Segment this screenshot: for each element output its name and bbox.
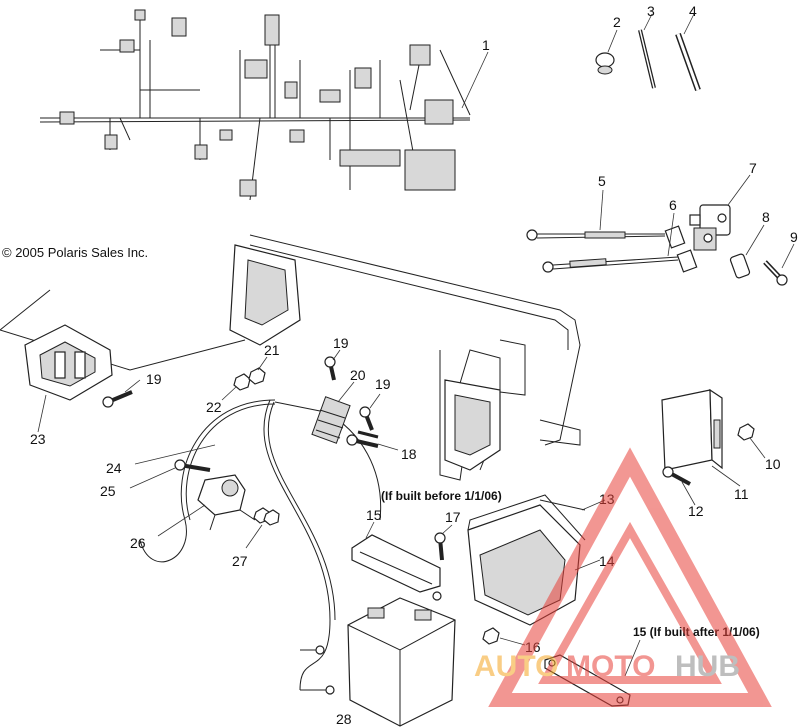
frame — [0, 234, 581, 481]
callout-20: 20 — [350, 367, 366, 383]
note-after: 15 (If built after 1/1/06) — [633, 625, 760, 639]
watermark-moto: MOTO — [566, 650, 655, 683]
bolt-19-right — [359, 406, 374, 431]
callout-19a: 19 — [146, 371, 162, 387]
nut-21 — [248, 367, 266, 385]
callout-25: 25 — [100, 483, 116, 499]
callout-1: 1 — [482, 37, 490, 53]
callout-7: 7 — [749, 160, 757, 176]
watermark-auto: AUTO — [474, 650, 558, 683]
callout-5: 5 — [598, 173, 606, 189]
spacer — [729, 253, 751, 279]
callout-3: 3 — [647, 3, 655, 19]
watermark-logo: AUTO MOTO HUB — [474, 447, 772, 707]
fuse-block-20 — [311, 396, 351, 444]
battery — [347, 597, 456, 727]
callout-8: 8 — [762, 209, 770, 225]
callout-6: 6 — [669, 197, 677, 213]
callout-4: 4 — [689, 3, 697, 19]
callout-23: 23 — [30, 431, 46, 447]
switch-26 — [197, 474, 256, 531]
callout-10: 10 — [765, 456, 781, 472]
callout-19b: 19 — [333, 335, 349, 351]
ecu-module — [661, 388, 723, 471]
part-clamp — [595, 52, 615, 75]
note-before: (If built before 1/1/06) — [381, 489, 502, 503]
nut-10 — [737, 423, 755, 441]
bracket-23 — [24, 324, 113, 401]
cable-6 — [542, 249, 698, 273]
solenoid — [689, 204, 731, 251]
callout-9: 9 — [790, 229, 798, 245]
callout-17: 17 — [445, 509, 461, 525]
callout-27: 27 — [232, 553, 248, 569]
nut-27 — [253, 507, 280, 526]
part-tube — [675, 32, 701, 92]
bracket-13 — [539, 499, 586, 511]
callout-12: 12 — [688, 503, 704, 519]
callout-2: 2 — [613, 14, 621, 30]
part-tie-strap — [638, 29, 656, 89]
wiring-harness — [39, 9, 471, 201]
callout-24: 24 — [106, 460, 122, 476]
strap-15 — [351, 534, 442, 601]
bolt-17 — [434, 532, 446, 561]
bolt-18 — [346, 430, 379, 448]
bolt-25 — [174, 459, 211, 472]
battery-box — [467, 494, 586, 626]
bolt-12 — [662, 466, 691, 486]
callout-11: 11 — [734, 486, 749, 502]
callout-28: 28 — [336, 711, 352, 727]
callout-18: 18 — [401, 446, 417, 462]
callout-26: 26 — [130, 535, 146, 551]
callout-21: 21 — [264, 342, 280, 358]
callout-15: 15 — [366, 507, 382, 523]
bolt-19-center — [324, 356, 336, 381]
callout-19c: 19 — [375, 376, 391, 392]
bolt-9 — [763, 260, 788, 286]
nut-22 — [233, 373, 251, 391]
cable-5 — [526, 225, 686, 249]
watermark-hub: HUB — [675, 650, 740, 683]
nut-16 — [482, 627, 500, 645]
callout-22: 22 — [206, 399, 222, 415]
bolt-19-left — [102, 390, 133, 408]
copyright: © 2005 Polaris Sales Inc. — [2, 245, 148, 260]
cable-24 — [139, 399, 382, 695]
